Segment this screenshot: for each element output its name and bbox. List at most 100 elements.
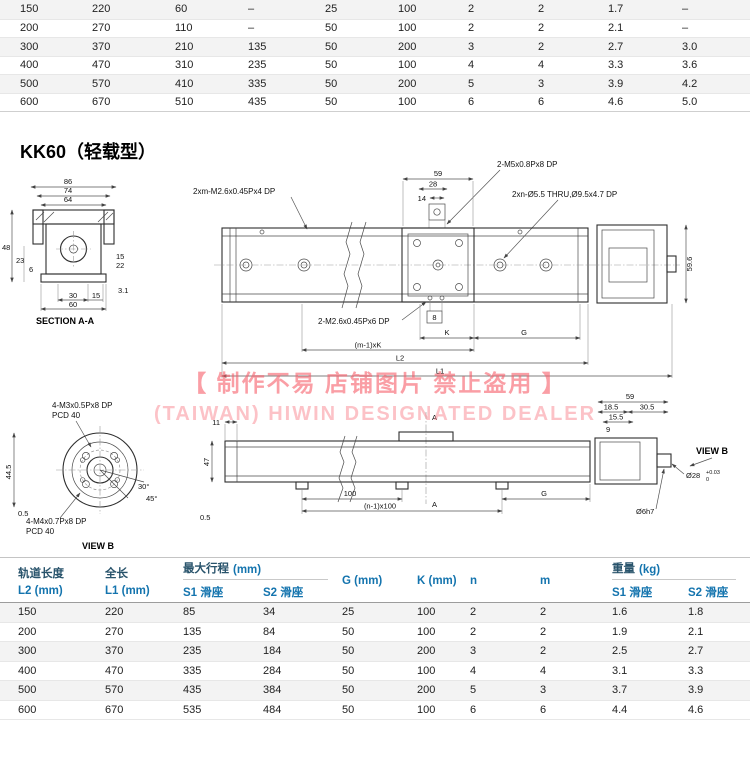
cell: 2.5 (612, 645, 628, 658)
dim-15-5: 15.5 (609, 413, 624, 422)
cell: 2 (468, 3, 475, 16)
cell: 85 (183, 606, 196, 619)
cell: 50 (325, 40, 338, 53)
cell: 210 (175, 40, 194, 53)
cell: 2 (468, 22, 475, 35)
header-rail-length-unit: L2 (mm) (18, 585, 63, 597)
header-total-length: 全长 (105, 568, 128, 580)
cell: 100 (417, 625, 436, 638)
cell: 2.1 (688, 625, 704, 638)
dim-60: 60 (69, 300, 77, 309)
cell: 570 (105, 684, 124, 697)
cell: 3.1 (612, 664, 628, 677)
cell: 34 (263, 606, 276, 619)
cell: 370 (105, 645, 124, 658)
cell: 1.9 (612, 625, 628, 638)
cell: 6 (538, 96, 545, 109)
cell: 3.3 (688, 664, 704, 677)
header-weight-s2: S2 滑座 (688, 587, 729, 599)
dim-59-side: 59 (626, 392, 634, 401)
cell: 2.1 (608, 22, 624, 35)
cell: 3 (540, 684, 547, 697)
spec-table-bottom: 轨道长度 L2 (mm) 全长 L1 (mm) 最大行程 (mm) S1 滑座 … (0, 557, 750, 720)
carriage-block (401, 227, 475, 303)
callout-pcd40-bottom: PCD 40 (26, 527, 55, 536)
cell: 220 (105, 606, 124, 619)
motor-end-view: 59 18.5 30.5 15.5 9 VIEW B Ø28 +0.03 0 Ø… (594, 392, 729, 516)
cell: 5 (468, 77, 475, 90)
cell: 220 (92, 3, 111, 16)
header-stroke-unit: (mm) (233, 564, 262, 576)
cell: 50 (325, 96, 338, 109)
cell: 3.3 (608, 59, 624, 72)
section-arrow-a-top: A (432, 413, 437, 422)
cell: 400 (20, 59, 39, 72)
cell: 6 (468, 96, 475, 109)
header-g: G (mm) (342, 575, 383, 587)
dim-15-bottom: 15 (92, 291, 100, 300)
callout-rail-top-holes: 2xm-M2.6x0.45Px4 DP (193, 187, 275, 196)
cell: – (682, 3, 689, 16)
cell: 435 (183, 684, 202, 697)
cell: 535 (183, 703, 202, 716)
cell: 6 (470, 703, 477, 716)
cell: 500 (20, 77, 39, 90)
header-k: K (mm) (417, 575, 457, 587)
cell: 5 (470, 684, 477, 697)
cell: 184 (263, 645, 282, 658)
header-total-length-unit: L1 (mm) (105, 585, 150, 597)
cell: 4.2 (682, 77, 698, 90)
cell: 50 (342, 703, 355, 716)
cell: 2 (538, 40, 545, 53)
cell: 25 (342, 606, 355, 619)
cell: 50 (342, 684, 355, 697)
cell: 150 (20, 3, 39, 16)
section-title: KK60（轻载型） (20, 142, 157, 162)
cell: 50 (325, 22, 338, 35)
cell: – (248, 22, 255, 35)
cell: 470 (92, 59, 111, 72)
view-b-flange: 4-M3x0.5Px8 DP PCD 40 30° 45° 44.5 0.5 4… (4, 401, 157, 551)
cell: 1.6 (612, 606, 628, 619)
cell: 5.0 (682, 96, 698, 109)
dim-L2: L2 (396, 354, 404, 363)
dim-14: 14 (418, 194, 426, 203)
cell: 50 (325, 77, 338, 90)
cell: 335 (183, 664, 202, 677)
callout-m3-holes: 4-M3x0.5Px8 DP (52, 401, 112, 410)
cell: 50 (342, 645, 355, 658)
cell: 3.0 (682, 40, 698, 53)
cell: 200 (20, 22, 39, 35)
cell: 4 (470, 664, 477, 677)
header-m: m (540, 575, 551, 587)
cell: 100 (417, 703, 436, 716)
bottom-table-header: 轨道长度 L2 (mm) 全长 L1 (mm) 最大行程 (mm) S1 滑座 … (0, 557, 750, 603)
cell: 135 (248, 40, 267, 53)
cell: 100 (417, 664, 436, 677)
header-rail-length: 轨道长度 (18, 568, 64, 580)
cell: 150 (18, 606, 37, 619)
angle-30: 30° (138, 482, 149, 491)
callout-thru-holes: 2xn-Ø5.5 THRU,Ø9.5x4.7 DP (512, 190, 617, 199)
dim-6: 6 (29, 265, 33, 274)
dim-28: 28 (429, 180, 437, 189)
cell: 600 (18, 703, 37, 716)
dim-30: 30 (69, 291, 77, 300)
cell: 235 (183, 645, 202, 658)
cell: 50 (342, 664, 355, 677)
side-elevation-view: 11 A A 47 100 G (n-1)x100 (200, 412, 591, 522)
header-n: n (470, 575, 478, 587)
dim-59: 59 (434, 169, 442, 178)
header-stroke-group: 最大行程 (mm) S1 滑座 S2 滑座 (183, 558, 342, 604)
callout-rail-bottom-holes: 2-M2.6x0.45Px6 DP (318, 317, 390, 326)
header-weight: 重量 (612, 563, 635, 575)
angle-45: 45° (146, 494, 157, 503)
dim-15-right: 15 (116, 252, 124, 261)
dim-22: 22 (116, 261, 124, 270)
